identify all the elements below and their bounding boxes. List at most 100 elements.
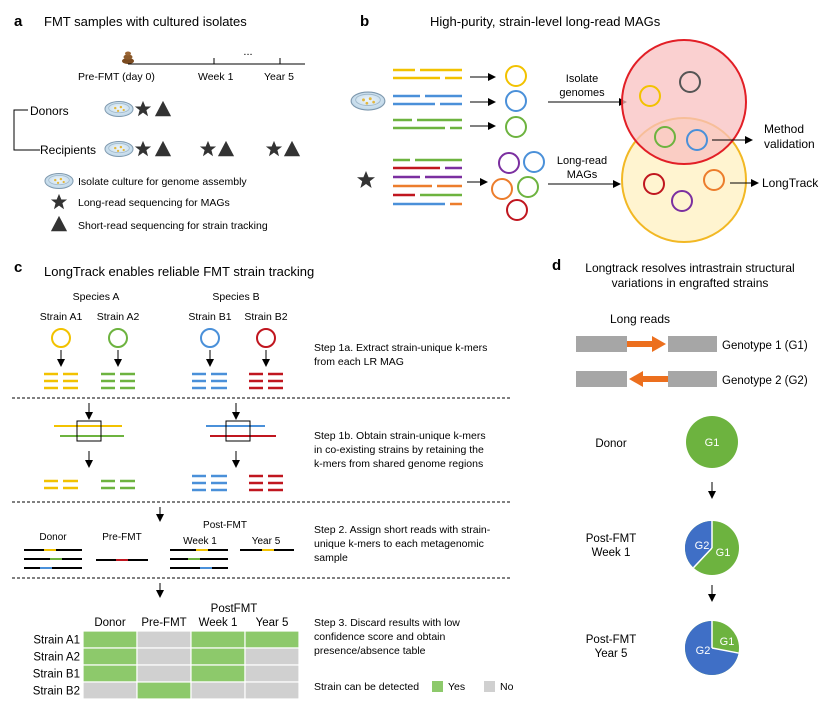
table-cell-not-detected <box>136 647 192 666</box>
table-cell-not-detected <box>82 681 138 700</box>
genotype1-label: Genotype 1 (G1) <box>722 340 808 352</box>
g2-read-left <box>576 371 627 387</box>
longread-mags-label-1: Long-read <box>557 155 607 167</box>
venn-green-genome <box>654 126 676 148</box>
step2-text-1: Step 2. Assign short reads with strain- <box>314 524 491 536</box>
strain-b2-circle <box>256 328 276 348</box>
pie-divider <box>692 547 713 569</box>
mag-orange <box>491 178 513 200</box>
isolate-genomes-label-1: Isolate <box>566 73 598 85</box>
week1-label-2: Week 1 <box>592 547 631 559</box>
timeline-dots: ... <box>243 46 252 58</box>
step3-text-1: Step 3. Discard results with low <box>314 617 460 629</box>
species-a-label: Species A <box>73 291 120 303</box>
step3-text-3: presence/absence table <box>314 645 426 657</box>
mag-red <box>506 199 528 221</box>
table-cell-not-detected <box>244 681 300 700</box>
legend-longread-label: Long-read sequencing for MAGs <box>78 197 230 209</box>
timeline-pre-label: Pre-FMT (day 0) <box>78 71 155 83</box>
venn-yellow-genome <box>639 85 661 107</box>
isolate-genome-green <box>505 116 527 138</box>
step1b-kmers <box>44 474 283 492</box>
pie-slice-g2 <box>685 521 712 568</box>
year5-triangle-icon <box>283 140 301 157</box>
a-shared-region-box <box>76 420 102 442</box>
b-shared-region-box <box>225 420 251 442</box>
panel-c-letter: c <box>14 259 22 276</box>
step3-text-2: confidence score and obtain <box>314 631 446 643</box>
week1-triangle-icon <box>217 140 235 157</box>
table-cell-detected <box>82 647 138 666</box>
legend-culture-label: Isolate culture for genome assembly <box>78 176 247 188</box>
recipient-triangle-icon <box>154 140 172 157</box>
pie-divider <box>711 647 739 654</box>
table-cell-detected <box>82 630 138 649</box>
isolate-genomes-label-2: genomes <box>559 87 605 99</box>
donor-pie-g1-label: G1 <box>705 437 720 449</box>
isolate-reads <box>393 68 462 130</box>
donor-label: Donor <box>595 438 626 450</box>
legend-star-icon <box>50 193 68 210</box>
step2-text-3: sample <box>314 552 348 564</box>
legend-detected-label: Strain can be detected <box>314 681 419 693</box>
panel-c: c LongTrack enables reliable FMT strain … <box>12 259 514 700</box>
week1-label-1: Post-FMT <box>586 533 636 545</box>
table-row-label: Strain B1 <box>33 669 80 681</box>
recipients-label: Recipients <box>40 143 96 157</box>
method-validation-label-1: Method <box>764 122 804 136</box>
table-cell-not-detected <box>136 630 192 649</box>
legend-yes-label: Yes <box>448 681 465 693</box>
panel-d-letter: d <box>552 257 561 274</box>
step1b-text-1: Step 1b. Obtain strain-unique k-mers <box>314 430 486 442</box>
timeline-week1-label: Week 1 <box>198 71 234 83</box>
table-row-label: Strain B2 <box>33 686 80 698</box>
venn-blue-genome <box>686 129 708 151</box>
donor-pie-g1 <box>686 416 738 468</box>
donor-star-icon <box>134 100 152 117</box>
venn-purple-genome <box>671 190 693 212</box>
table-row-label: Strain A2 <box>33 652 80 664</box>
stool-icon <box>122 51 134 64</box>
step1a-text-1: Step 1a. Extract strain-unique k-mers <box>314 342 487 354</box>
g1-read-right <box>668 336 717 352</box>
panel-a-title: FMT samples with cultured isolates <box>44 14 247 29</box>
isolate-dish-icon <box>350 91 386 111</box>
donor-short-reads <box>24 549 82 569</box>
mag-green <box>517 176 539 198</box>
year5-label-2: Year 5 <box>595 648 628 660</box>
g1-forward-arrow <box>627 336 666 352</box>
step1b-text-3: k-mers from shared genome regions <box>314 458 483 470</box>
table-cell-detected <box>244 630 300 649</box>
table-cell-not-detected <box>136 664 192 683</box>
table-cell-detected <box>190 664 246 683</box>
donors-label: Donors <box>30 104 69 118</box>
isolate-genome-yellow <box>505 65 527 87</box>
recipient-culture-dish-icon <box>104 141 134 157</box>
donor-culture-dish-icon <box>104 101 134 117</box>
week1-pie-g1-label: G1 <box>716 547 731 559</box>
panel-c-title: LongTrack enables reliable FMT strain tr… <box>44 264 314 279</box>
legend-no-label: No <box>500 681 514 693</box>
strain-a1-circle <box>51 328 71 348</box>
year5-star-icon <box>265 140 283 157</box>
panel-d-title-2: variations in engrafted strains <box>612 276 769 290</box>
panel-d-title-1: Longtrack resolves intrastrain structura… <box>585 261 794 275</box>
table-col-week1: Week 1 <box>199 617 238 629</box>
venn-grey-genome <box>679 71 701 93</box>
sample-post-label: Post-FMT <box>203 520 247 531</box>
legend-no-swatch <box>484 681 495 692</box>
week1-star-icon <box>199 140 217 157</box>
isolate-genome-blue <box>505 90 527 112</box>
legend-shortread-label: Short-read sequencing for strain trackin… <box>78 220 268 232</box>
table-cell-not-detected <box>244 647 300 666</box>
sample-pre-label: Pre-FMT <box>102 532 141 543</box>
step1a-text-2: from each LR MAG <box>314 356 404 368</box>
donor-recipient-bracket <box>13 109 40 151</box>
venn-isolate-circle <box>621 39 747 165</box>
panel-a-letter: a <box>14 13 23 30</box>
sample-week1-label: Week 1 <box>183 536 217 547</box>
strain-a1-label: Strain A1 <box>40 311 83 323</box>
legend-dish-icon <box>44 173 74 189</box>
